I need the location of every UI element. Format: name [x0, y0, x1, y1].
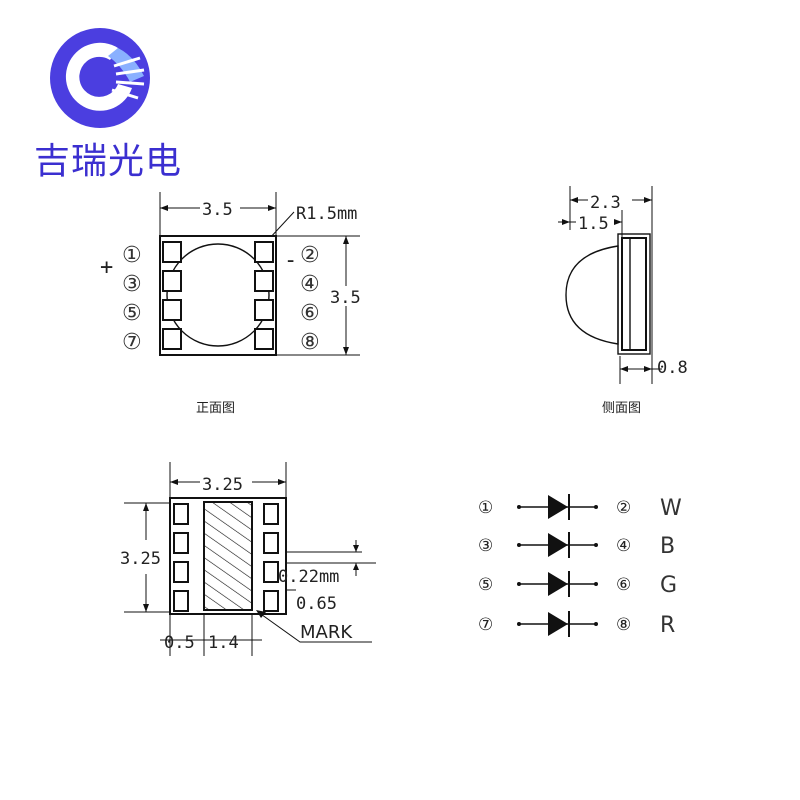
front-pad-7 [162, 328, 182, 350]
front-width-arrow-right [268, 205, 276, 211]
schematic-color-b: B [660, 534, 675, 559]
schematic-anode-3: ③ [478, 536, 493, 556]
bottom-pad-l4 [173, 590, 189, 612]
front-pin-label-7: ⑦ [122, 330, 142, 355]
bottom-center-pad [203, 501, 253, 611]
bottom-centerpad-label: 1.4 [208, 633, 239, 653]
bottom-mark-arrow [256, 610, 266, 618]
bottom-pad-l1 [173, 503, 189, 525]
front-plus-sign: + [100, 255, 113, 280]
bottom-view: 3.25 3.25 [120, 462, 376, 656]
bottom-height-arrow-top [143, 503, 149, 511]
schematic-cathode-6: ⑥ [616, 575, 631, 595]
schematic-node-k4 [594, 543, 598, 547]
front-width-label: 3.5 [202, 200, 233, 220]
brand-logo [50, 28, 150, 128]
front-dome-circle [166, 243, 270, 347]
front-pad-3 [162, 270, 182, 292]
brand-name: 吉瑞光电 [34, 141, 183, 182]
side-view-caption: 侧面图 [602, 401, 641, 416]
front-minus-sign: - [284, 248, 297, 273]
front-pad-2 [254, 241, 274, 263]
logo-light-stripes [108, 48, 144, 82]
schematic-diode-2 [548, 533, 568, 557]
front-pin-label-6: ⑥ [300, 301, 320, 326]
schematic-row-2: ③ ④ B [478, 532, 675, 559]
side-dome-arrow-left [562, 219, 570, 225]
bottom-width-arrow-left [170, 479, 178, 485]
bottom-mark-leader [257, 611, 372, 643]
schematic-cathode-2: ② [616, 498, 631, 518]
bottom-height-arrow-bottom [143, 604, 149, 612]
side-dome-arrow-right [614, 219, 622, 225]
front-pin-label-1: ① [122, 243, 142, 268]
schematic-row-4: ⑦ ⑧ R [478, 611, 675, 638]
schematic: ① ② W ③ ④ B ⑤ [478, 494, 682, 638]
side-dome-lens [565, 245, 619, 345]
front-view-caption: 正面图 [196, 401, 235, 416]
bottom-pad-r4 [263, 590, 279, 612]
side-dome-label: 1.5 [578, 214, 609, 234]
schematic-anode-7: ⑦ [478, 615, 493, 635]
logo-swoosh [65, 42, 132, 111]
front-pin-label-2: ② [300, 243, 320, 268]
schematic-anode-1: ① [478, 498, 493, 518]
side-base-body [621, 237, 647, 351]
schematic-anode-5: ⑤ [478, 575, 493, 595]
front-radius-label: R1.5mm [296, 204, 357, 224]
side-total-arrow-right [644, 197, 652, 203]
bottom-pad-r2 [263, 532, 279, 554]
front-pad-6 [254, 299, 274, 321]
schematic-diode-4 [548, 612, 568, 636]
schematic-color-r: R [660, 613, 675, 638]
front-width-arrow-left [160, 205, 168, 211]
side-view: 2.3 1.5 0.8 侧面图 [558, 186, 688, 416]
front-height-label: 3.5 [330, 288, 361, 308]
side-base-arrow-left [620, 366, 628, 372]
bottom-mark-label: MARK [300, 622, 353, 643]
bottom-width-label: 3.25 [202, 475, 243, 495]
front-height-arrow-top [343, 236, 349, 244]
schematic-row-1: ① ② W [478, 494, 682, 521]
schematic-color-g: G [660, 573, 677, 598]
bottom-height-label: 3.25 [120, 549, 161, 569]
schematic-diode-1 [548, 495, 568, 519]
front-pad-5 [162, 299, 182, 321]
bottom-padleft-label: 0.5 [164, 633, 195, 653]
front-height-arrow-bottom [343, 347, 349, 355]
schematic-diode-3 [548, 572, 568, 596]
schematic-cathode-8: ⑧ [616, 615, 631, 635]
bottom-pad-l3 [173, 561, 189, 583]
schematic-cathode-4: ④ [616, 536, 631, 556]
schematic-row-3: ⑤ ⑥ G [478, 571, 677, 598]
front-pin-label-4: ④ [300, 272, 320, 297]
front-pin-label-3: ③ [122, 272, 142, 297]
front-pad-4 [254, 270, 274, 292]
bottom-padwidth-arrow-top [353, 545, 359, 552]
bottom-pad-r1 [263, 503, 279, 525]
bottom-padwidth-label: 0.22mm [278, 567, 339, 587]
schematic-color-w: W [660, 496, 682, 521]
front-pad-8 [254, 328, 274, 350]
side-base-label: 0.8 [657, 358, 688, 378]
logo-rays [111, 56, 145, 100]
side-total-label: 2.3 [590, 193, 621, 213]
bottom-pitch-label: 0.65 [296, 594, 337, 614]
side-base-arrow-right [644, 366, 652, 372]
schematic-node-k8 [594, 622, 598, 626]
front-pin-label-5: ⑤ [122, 301, 142, 326]
side-total-arrow-left [570, 197, 578, 203]
bottom-pad-l2 [173, 532, 189, 554]
schematic-node-k1 [594, 505, 598, 509]
bottom-pad-r3 [263, 561, 279, 583]
schematic-node-k6 [594, 582, 598, 586]
bottom-width-arrow-right [278, 479, 286, 485]
front-pin-label-8: ⑧ [300, 330, 320, 355]
bottom-padwidth-arrow-bottom [353, 563, 359, 570]
front-pad-1 [162, 241, 182, 263]
front-view: 3.5 R1.5mm + - ① ③ ⑤ ⑦ ② ④ [100, 192, 361, 416]
